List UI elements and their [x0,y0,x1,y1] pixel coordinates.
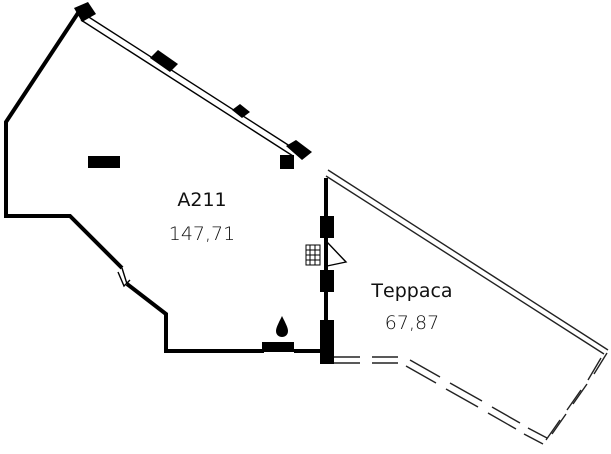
room-terrace-area: 67,87 [385,312,439,334]
glazed-facade [80,13,297,157]
room-a211-area: 147,71 [169,223,235,245]
facade-piers [74,2,312,169]
utility-riser [305,244,321,266]
room-a211-id: A211 [177,189,226,211]
room-terrace-name: Терраса [370,280,452,302]
plumbing-stub [262,342,294,352]
terrace-edge [325,169,609,355]
water-drop-icon [276,316,288,337]
radiator [88,156,120,168]
entrance-door [117,267,131,288]
terrace-door [326,241,348,267]
terrace-parapet [333,352,608,445]
partition-wall [320,216,334,364]
